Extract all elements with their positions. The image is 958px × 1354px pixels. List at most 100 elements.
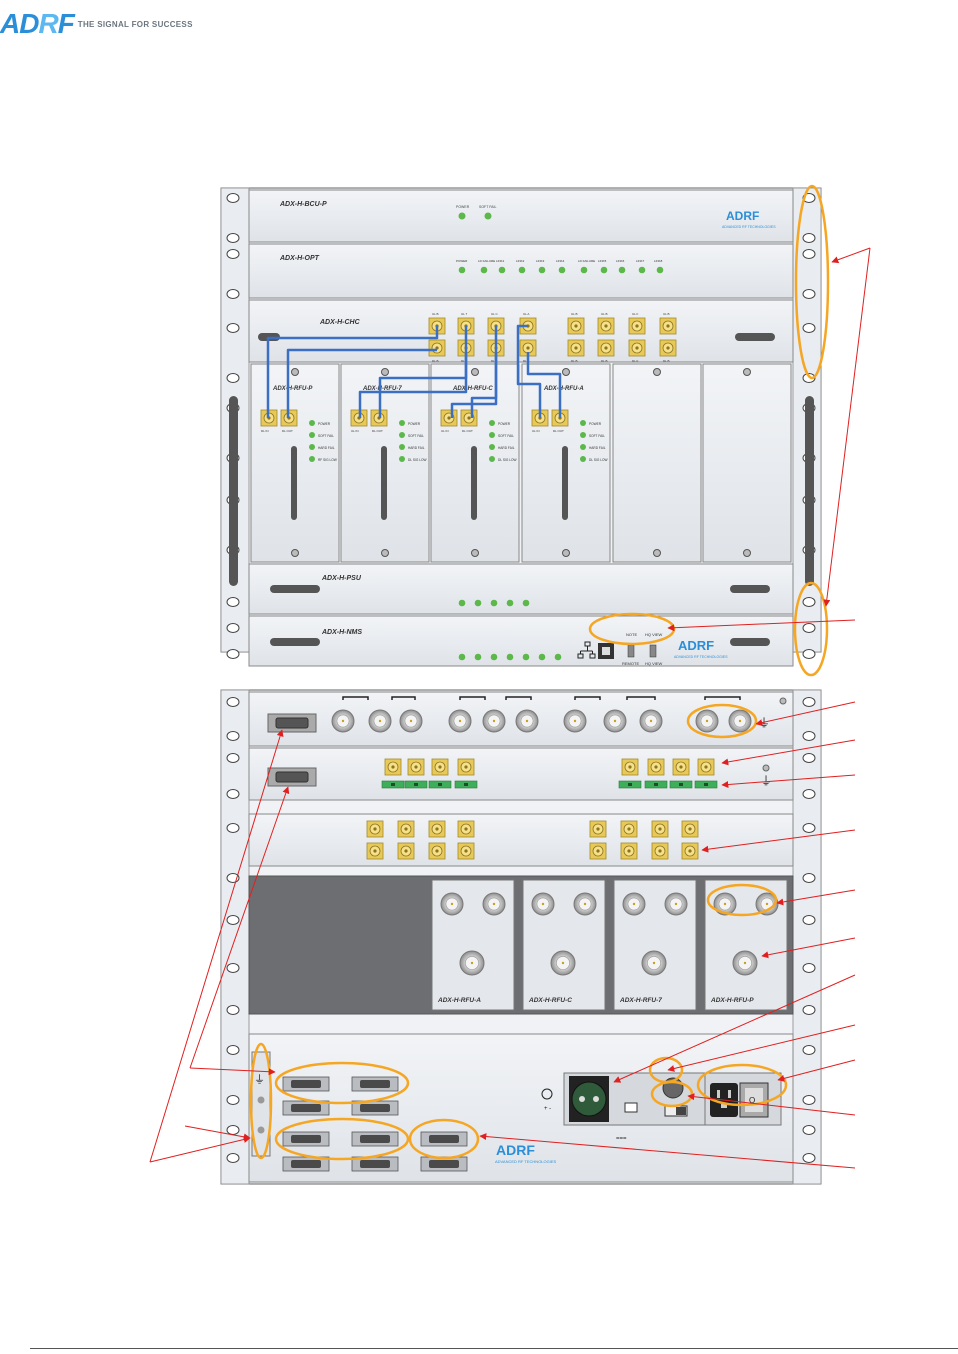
- sma-connector[interactable]: [697, 758, 715, 776]
- n-type-connector[interactable]: [695, 709, 719, 733]
- sma-connector[interactable]: [397, 820, 415, 838]
- opt-led-label: LINK5: [598, 259, 607, 263]
- sma-connector[interactable]: [628, 317, 646, 335]
- bracket: [626, 696, 656, 700]
- sma-connector[interactable]: [589, 842, 607, 860]
- sma-connector[interactable]: [659, 339, 677, 357]
- sma-connector[interactable]: [384, 758, 402, 776]
- n-type-connector[interactable]: [399, 709, 423, 733]
- n-pin: [765, 902, 769, 906]
- n-type-connector[interactable]: [482, 892, 506, 916]
- db-connector[interactable]: [351, 1076, 399, 1092]
- sma-connector[interactable]: [431, 758, 449, 776]
- sma-connector[interactable]: [519, 339, 537, 357]
- front-handle-left[interactable]: [229, 396, 238, 586]
- n-type-connector[interactable]: [550, 950, 576, 976]
- n-type-connector[interactable]: [732, 950, 758, 976]
- sma-connector[interactable]: [597, 317, 615, 335]
- n-type-connector[interactable]: [713, 892, 737, 916]
- front-handle-right[interactable]: [805, 396, 814, 586]
- sma-connector[interactable]: [647, 758, 665, 776]
- sma-connector[interactable]: [620, 820, 638, 838]
- rfu-led-label: RF SIG LOW: [318, 458, 337, 462]
- psu-handle-left[interactable]: [270, 585, 320, 593]
- nms-handle-left[interactable]: [270, 638, 320, 646]
- nms-toggle-switch[interactable]: [649, 644, 657, 658]
- n-type-connector[interactable]: [368, 709, 392, 733]
- sma-connector[interactable]: [457, 820, 475, 838]
- sma-connector[interactable]: [428, 339, 446, 357]
- db-connector[interactable]: [351, 1131, 399, 1147]
- sma-connector[interactable]: [407, 758, 425, 776]
- sma-pin: [635, 324, 639, 328]
- rfu-led-label: SOFT FAIL: [498, 434, 514, 438]
- rfu-led-label: DL SIG LOW: [589, 458, 607, 462]
- rfu-led: [489, 420, 495, 426]
- nms-toggle-switch[interactable]: [627, 644, 635, 658]
- psu-handle-right[interactable]: [730, 585, 770, 593]
- callout-line: [613, 974, 856, 1083]
- sma-connector[interactable]: [651, 842, 669, 860]
- rfu-handle[interactable]: [291, 446, 297, 520]
- n-type-connector[interactable]: [603, 709, 627, 733]
- sma-connector[interactable]: [567, 339, 585, 357]
- n-type-connector[interactable]: [459, 950, 485, 976]
- sma-connector[interactable]: [457, 758, 475, 776]
- nms-handle-right[interactable]: [730, 638, 770, 646]
- n-type-connector[interactable]: [573, 892, 597, 916]
- n-type-connector[interactable]: [531, 892, 555, 916]
- n-type-connector[interactable]: [482, 709, 506, 733]
- db-connector[interactable]: [282, 1131, 330, 1147]
- rfu-handle[interactable]: [381, 446, 387, 520]
- sma-connector[interactable]: [589, 820, 607, 838]
- n-type-connector[interactable]: [664, 892, 688, 916]
- sma-connector[interactable]: [428, 820, 446, 838]
- sma-connector[interactable]: [457, 842, 475, 860]
- db-connector[interactable]: [282, 1100, 330, 1116]
- n-type-connector[interactable]: [440, 892, 464, 916]
- n-type-connector[interactable]: [331, 709, 355, 733]
- n-type-connector[interactable]: [641, 950, 667, 976]
- sma-connector[interactable]: [621, 758, 639, 776]
- sma-connector[interactable]: [428, 842, 446, 860]
- db-connector[interactable]: [420, 1156, 468, 1172]
- sma-connector[interactable]: [366, 842, 384, 860]
- psu-led: [490, 599, 498, 607]
- rack-hole: [226, 649, 240, 659]
- sma-connector[interactable]: [672, 758, 690, 776]
- sma-connector[interactable]: [440, 409, 458, 427]
- sma-pin: [627, 827, 631, 831]
- sma-connector[interactable]: [567, 317, 585, 335]
- n-type-connector[interactable]: [622, 892, 646, 916]
- sma-connector[interactable]: [620, 842, 638, 860]
- n-type-connector[interactable]: [515, 709, 539, 733]
- db-connector[interactable]: [420, 1131, 468, 1147]
- sma-connector[interactable]: [659, 317, 677, 335]
- rfu-model: ADX-H-RFU-A: [543, 386, 584, 392]
- chc-port-label: UL B: [601, 312, 608, 316]
- chc-handle-right[interactable]: [735, 333, 775, 341]
- sma-connector[interactable]: [280, 409, 298, 427]
- n-type-connector[interactable]: [728, 709, 752, 733]
- n-type-connector[interactable]: [755, 892, 779, 916]
- db-connector[interactable]: [282, 1156, 330, 1172]
- n-type-connector[interactable]: [639, 709, 663, 733]
- sma-connector[interactable]: [460, 409, 478, 427]
- n-type-connector[interactable]: [448, 709, 472, 733]
- sma-connector[interactable]: [651, 820, 669, 838]
- sma-connector[interactable]: [597, 339, 615, 357]
- rfu-handle[interactable]: [471, 446, 477, 520]
- db-connector[interactable]: [282, 1076, 330, 1092]
- sma-pin: [658, 827, 662, 831]
- sma-connector[interactable]: [397, 842, 415, 860]
- sma-connector[interactable]: [681, 842, 699, 860]
- rfu-handle[interactable]: [562, 446, 568, 520]
- sma-connector[interactable]: [628, 339, 646, 357]
- n-type-connector[interactable]: [563, 709, 587, 733]
- db-connector[interactable]: [351, 1156, 399, 1172]
- sma-connector[interactable]: [681, 820, 699, 838]
- sma-connector[interactable]: [366, 820, 384, 838]
- screw: [471, 549, 479, 557]
- rfu-led-label: POWER: [498, 422, 511, 426]
